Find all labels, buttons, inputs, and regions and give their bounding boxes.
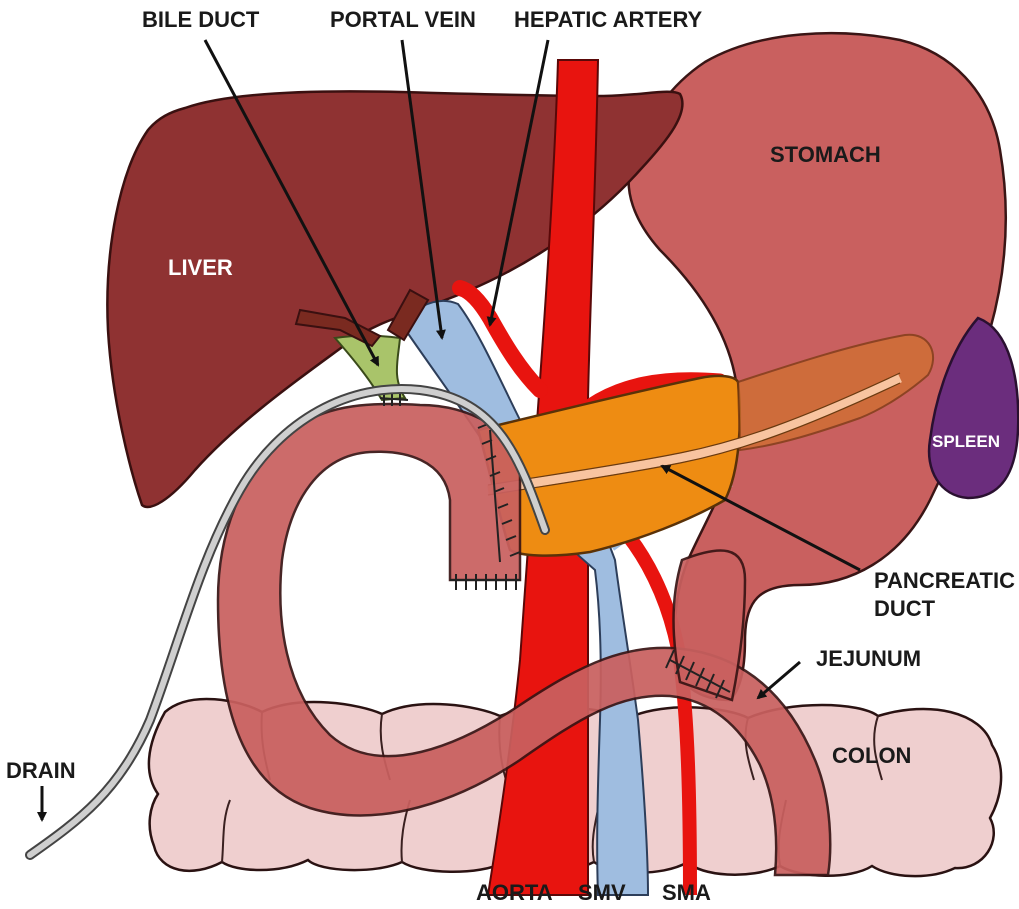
label-pancreatic: PANCREATIC [874,568,1015,593]
label-colon: COLON [832,743,911,768]
label-duct: DUCT [874,596,936,621]
label-hepatic-artery: HEPATIC ARTERY [514,7,703,32]
label-aorta: AORTA [476,880,553,905]
label-portal-vein: PORTAL VEIN [330,7,476,32]
label-bile-duct: BILE DUCT [142,7,260,32]
label-drain: DRAIN [6,758,76,783]
label-stomach: STOMACH [770,142,881,167]
jejunum-arrow [758,662,800,698]
label-sma: SMA [662,880,711,905]
label-smv: SMV [578,880,626,905]
label-spleen: SPLEEN [932,432,1000,451]
label-liver: LIVER [168,255,233,280]
jejunum-gastric-limb [674,550,746,700]
label-jejunum: JEJUNUM [816,646,921,671]
